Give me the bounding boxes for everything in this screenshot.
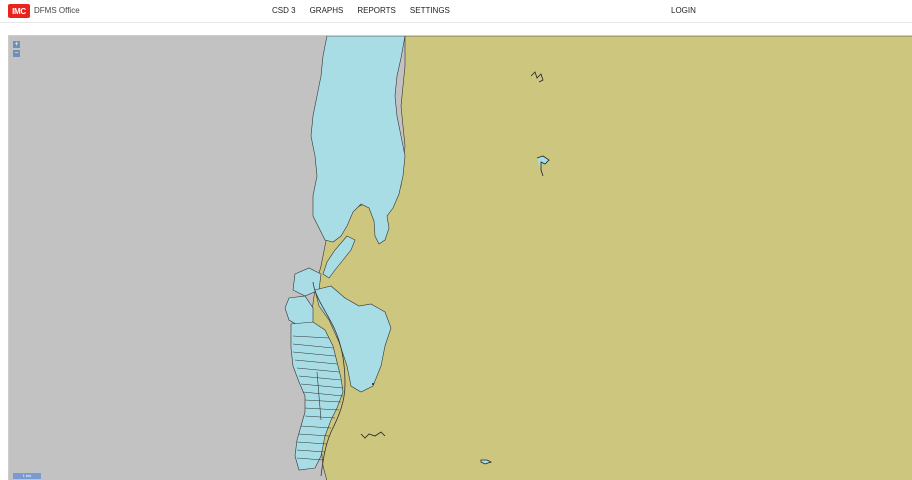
brand-logo[interactable]: IMC	[8, 4, 30, 18]
login-link[interactable]: LOGIN	[671, 6, 696, 15]
land-area	[308, 36, 912, 480]
river-channel	[312, 281, 346, 477]
logo-text: IMC	[12, 6, 26, 16]
pond-block-upper-right	[314, 285, 392, 393]
main-nav: CSD 3 GRAPHS REPORTS SETTINGS	[272, 6, 450, 15]
zoom-in-button[interactable]: +	[13, 41, 20, 48]
top-bar: IMC DFMS Office CSD 3 GRAPHS REPORTS SET…	[0, 0, 912, 23]
inland-feature-4	[480, 459, 493, 465]
scale-bar: 1 km	[13, 473, 41, 479]
zoom-controls: + −	[13, 41, 20, 59]
pond-stripes	[290, 321, 344, 471]
pond-dividers	[292, 335, 344, 461]
inland-feature-2	[536, 155, 550, 177]
channel-water	[322, 235, 356, 279]
app-title: DFMS Office	[34, 6, 80, 15]
nav-graphs[interactable]: GRAPHS	[309, 6, 344, 15]
inland-feature-1	[530, 71, 544, 83]
nav-reports[interactable]: REPORTS	[357, 6, 396, 15]
inland-feature-3	[360, 431, 386, 439]
nav-settings[interactable]: SETTINGS	[409, 6, 450, 15]
zoom-out-button[interactable]: −	[13, 50, 20, 57]
pond-block-mid-left	[284, 295, 314, 327]
map-svg[interactable]	[9, 36, 912, 480]
nav-csd3[interactable]: CSD 3	[272, 6, 296, 15]
inland-point	[372, 383, 374, 385]
lagoon-water	[310, 36, 406, 245]
map-canvas[interactable]: + − 1 km	[8, 35, 912, 480]
